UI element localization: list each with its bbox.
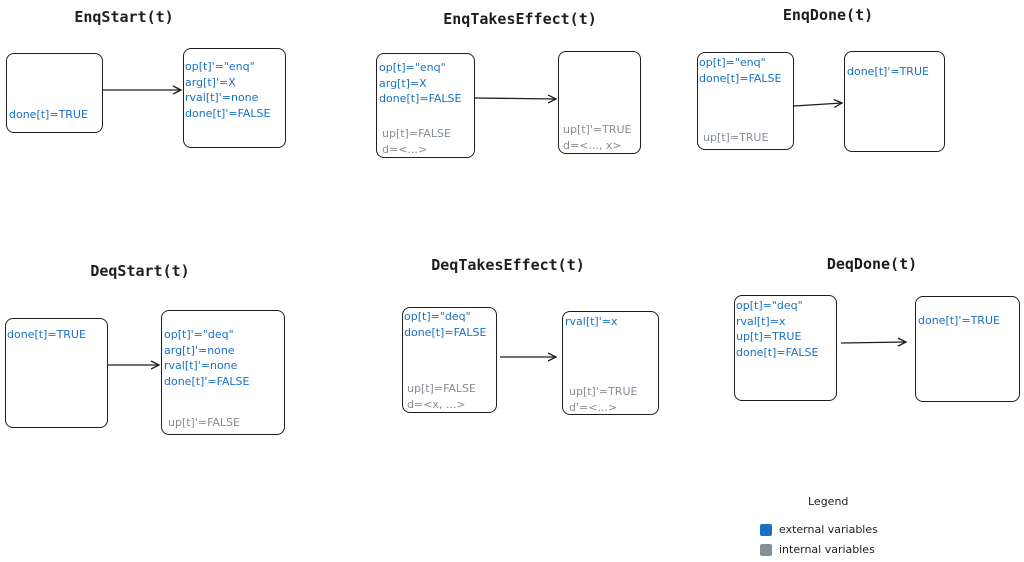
- deq-done-title: DeqDone(t): [826, 255, 918, 273]
- var-arg: arg[t]=X: [379, 76, 427, 90]
- var-done: done[t]=TRUE: [7, 328, 86, 341]
- var-arg: arg[t]'=none: [164, 343, 235, 357]
- var-up: up[t]'=TRUE: [563, 123, 632, 136]
- legend-external: external variables: [760, 523, 878, 536]
- deq-takes-effect-pre-internal: up[t]=FALSE d=<x, ...>: [407, 381, 476, 412]
- var-up: up[t]'=TRUE: [569, 385, 638, 398]
- var-op: op[t]="deq": [404, 310, 471, 323]
- deq-done-post-external: done[t]'=TRUE: [918, 313, 1000, 329]
- var-up: up[t]=TRUE: [703, 131, 769, 144]
- enq-done-post-external: done[t]'=TRUE: [847, 64, 929, 80]
- var-d: d=<...>: [382, 142, 428, 156]
- var-up: up[t]=TRUE: [736, 330, 802, 343]
- enq-takes-effect-post-internal: up[t]'=TRUE d=<..., x>: [563, 122, 631, 153]
- enq-done-title: EnqDone(t): [782, 6, 874, 24]
- var-done: done[t]'=TRUE: [847, 65, 929, 78]
- enq-start-post-state: op[t]'="enq" arg[t]'=X rval[t]'=none don…: [183, 48, 286, 148]
- enq-done-post-state: done[t]'=TRUE: [844, 51, 945, 152]
- enq-start-pre-external: done[t]=TRUE: [9, 107, 88, 123]
- enq-takes-effect-pre-state: op[t]="enq" arg[t]=X done[t]=FALSE up[t]…: [376, 53, 475, 158]
- deq-start-post-state: op[t]'="deq" arg[t]'=none rval[t]'=none …: [161, 310, 285, 435]
- deq-takes-effect-post-state: rval[t]'=x up[t]'=TRUE d'=<...>: [562, 311, 659, 415]
- var-d: d=<x, ...>: [407, 397, 466, 411]
- deq-done-post-state: done[t]'=TRUE: [915, 296, 1020, 402]
- var-done: done[t]=FALSE: [699, 71, 782, 85]
- enq-start-post-external: op[t]'="enq" arg[t]'=X rval[t]'=none don…: [185, 59, 271, 121]
- var-done: done[t]=FALSE: [404, 325, 487, 339]
- var-done: done[t]=FALSE: [379, 92, 462, 105]
- enq-done-pre-internal: up[t]=TRUE: [703, 130, 768, 146]
- enq-done-pre-external: op[t]="enq" done[t]=FALSE: [699, 55, 781, 86]
- deq-takes-effect-pre-external: op[t]="deq" done[t]=FALSE: [404, 309, 486, 340]
- var-done: done[t]=FALSE: [736, 345, 819, 359]
- enq-done-pre-state: op[t]="enq" done[t]=FALSE up[t]=TRUE: [697, 52, 794, 150]
- enq-start-title: EnqStart(t): [74, 8, 174, 26]
- external-swatch: [760, 523, 772, 536]
- deq-start-post-internal: up[t]'=FALSE: [168, 415, 240, 431]
- var-d: d'=<...>: [569, 400, 618, 414]
- legend-external-label: external variables: [779, 523, 878, 536]
- var-rval: rval[t]=x: [736, 314, 786, 328]
- var-done: done[t]'=FALSE: [164, 374, 250, 388]
- var-op: op[t]="enq": [379, 61, 446, 74]
- deq-start-pre-external: done[t]=TRUE: [7, 327, 86, 343]
- var-done: done[t]'=FALSE: [185, 106, 271, 120]
- deq-takes-effect-title: DeqTakesEffect(t): [431, 256, 585, 274]
- deq-done-pre-external: op[t]="deq" rval[t]=x up[t]=TRUE done[t]…: [736, 298, 818, 360]
- legend-internal-label: internal variables: [779, 543, 875, 556]
- var-up: up[t]=FALSE: [382, 127, 451, 140]
- var-arg: arg[t]'=X: [185, 75, 236, 89]
- enq-takes-effect-pre-external: op[t]="enq" arg[t]=X done[t]=FALSE: [379, 60, 461, 107]
- deq-takes-effect-post-external: rval[t]'=x: [565, 314, 617, 330]
- var-up: up[t]=FALSE: [407, 382, 476, 395]
- deq-done-arrow: [840, 342, 906, 343]
- var-d: d=<..., x>: [563, 138, 622, 152]
- deq-start-pre-state: done[t]=TRUE: [5, 318, 108, 428]
- var-op: op[t]'="deq": [164, 328, 234, 341]
- enq-takes-effect-arrow: [474, 98, 556, 99]
- internal-swatch: [760, 543, 772, 556]
- legend-internal: internal variables: [760, 543, 875, 556]
- var-done: done[t]'=TRUE: [918, 314, 1000, 327]
- var-up: up[t]'=FALSE: [168, 416, 240, 429]
- enq-takes-effect-pre-internal: up[t]=FALSE d=<...>: [382, 126, 451, 157]
- enq-takes-effect-title: EnqTakesEffect(t): [443, 10, 597, 28]
- deq-takes-effect-pre-state: op[t]="deq" done[t]=FALSE up[t]=FALSE d=…: [402, 307, 497, 413]
- var-rval: rval[t]'=none: [185, 91, 259, 104]
- var-done: done[t]=TRUE: [9, 108, 88, 121]
- var-rval: rval[t]'=x: [565, 315, 618, 328]
- var-rval: rval[t]'=none: [164, 359, 238, 372]
- enq-start-pre-state: done[t]=TRUE: [6, 53, 103, 133]
- deq-done-pre-state: op[t]="deq" rval[t]=x up[t]=TRUE done[t]…: [734, 295, 837, 401]
- deq-start-post-external: op[t]'="deq" arg[t]'=none rval[t]'=none …: [164, 327, 250, 389]
- var-op: op[t]="enq": [699, 56, 766, 69]
- enq-takes-effect-post-state: up[t]'=TRUE d=<..., x>: [558, 51, 641, 154]
- enq-done-arrow: [793, 103, 842, 106]
- var-op: op[t]="deq": [736, 299, 803, 312]
- deq-start-title: DeqStart(t): [90, 262, 190, 280]
- var-op: op[t]'="enq": [185, 60, 255, 73]
- deq-takes-effect-post-internal: up[t]'=TRUE d'=<...>: [569, 384, 637, 415]
- legend-title: Legend: [808, 495, 849, 508]
